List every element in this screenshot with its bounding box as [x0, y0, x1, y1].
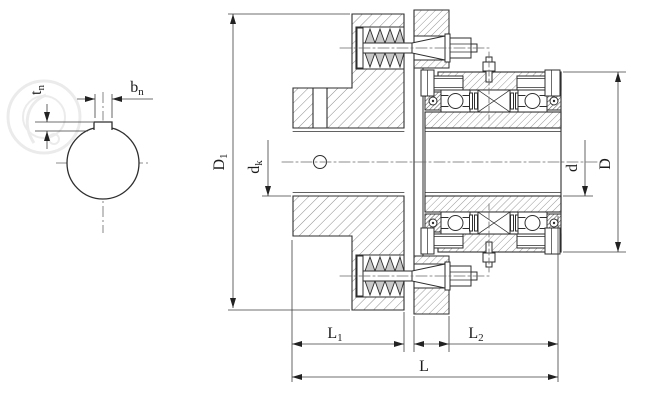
- clamp-bolts: [420, 69, 561, 255]
- bearing-ball: [524, 215, 541, 231]
- bolt-shaft: [516, 75, 546, 91]
- dim-label-D: D: [597, 158, 614, 170]
- centerlines: [281, 47, 603, 277]
- dim-label-tn: tn: [28, 85, 47, 95]
- dimension-arrows: [44, 14, 621, 380]
- watermark-logo: [6, 79, 82, 155]
- sleeve-bottom-wall: [424, 195, 562, 213]
- shaft-end-view: [56, 92, 150, 233]
- bolt-head: [544, 69, 561, 97]
- sleeve-top-wall: [424, 111, 562, 129]
- dimension-annotations: [35, 13, 626, 382]
- bearing-ball: [447, 215, 464, 231]
- bearing-row-top: [424, 89, 562, 113]
- dim-label-L2: L2: [468, 325, 483, 344]
- bolt-shaft: [433, 75, 464, 91]
- bearing-row-bottom: [424, 211, 562, 235]
- dim-label-bn: bn: [130, 79, 144, 98]
- spring-coils: [364, 279, 405, 297]
- bearing-ball: [524, 93, 541, 109]
- spring-coils: [364, 51, 405, 69]
- bolt-shaft: [433, 233, 464, 249]
- shaft-circle: [66, 126, 140, 200]
- spring-coils: [364, 27, 405, 45]
- spring-coils: [364, 255, 405, 273]
- dim-label-L1: L1: [327, 325, 342, 344]
- dim-label-d: d: [564, 164, 581, 172]
- coupling-section-view: [281, 9, 603, 315]
- dim-label-L: L: [419, 358, 429, 375]
- bolt-head: [544, 227, 561, 255]
- dim-label-D1: D1: [211, 153, 230, 170]
- dimension-labels: D1 dk d D L1 L2 L tn bn: [28, 79, 614, 375]
- keyway: [93, 121, 113, 130]
- bolt-shaft: [516, 233, 546, 249]
- bearing-ball: [447, 93, 464, 109]
- dim-label-dk: dk: [246, 160, 265, 174]
